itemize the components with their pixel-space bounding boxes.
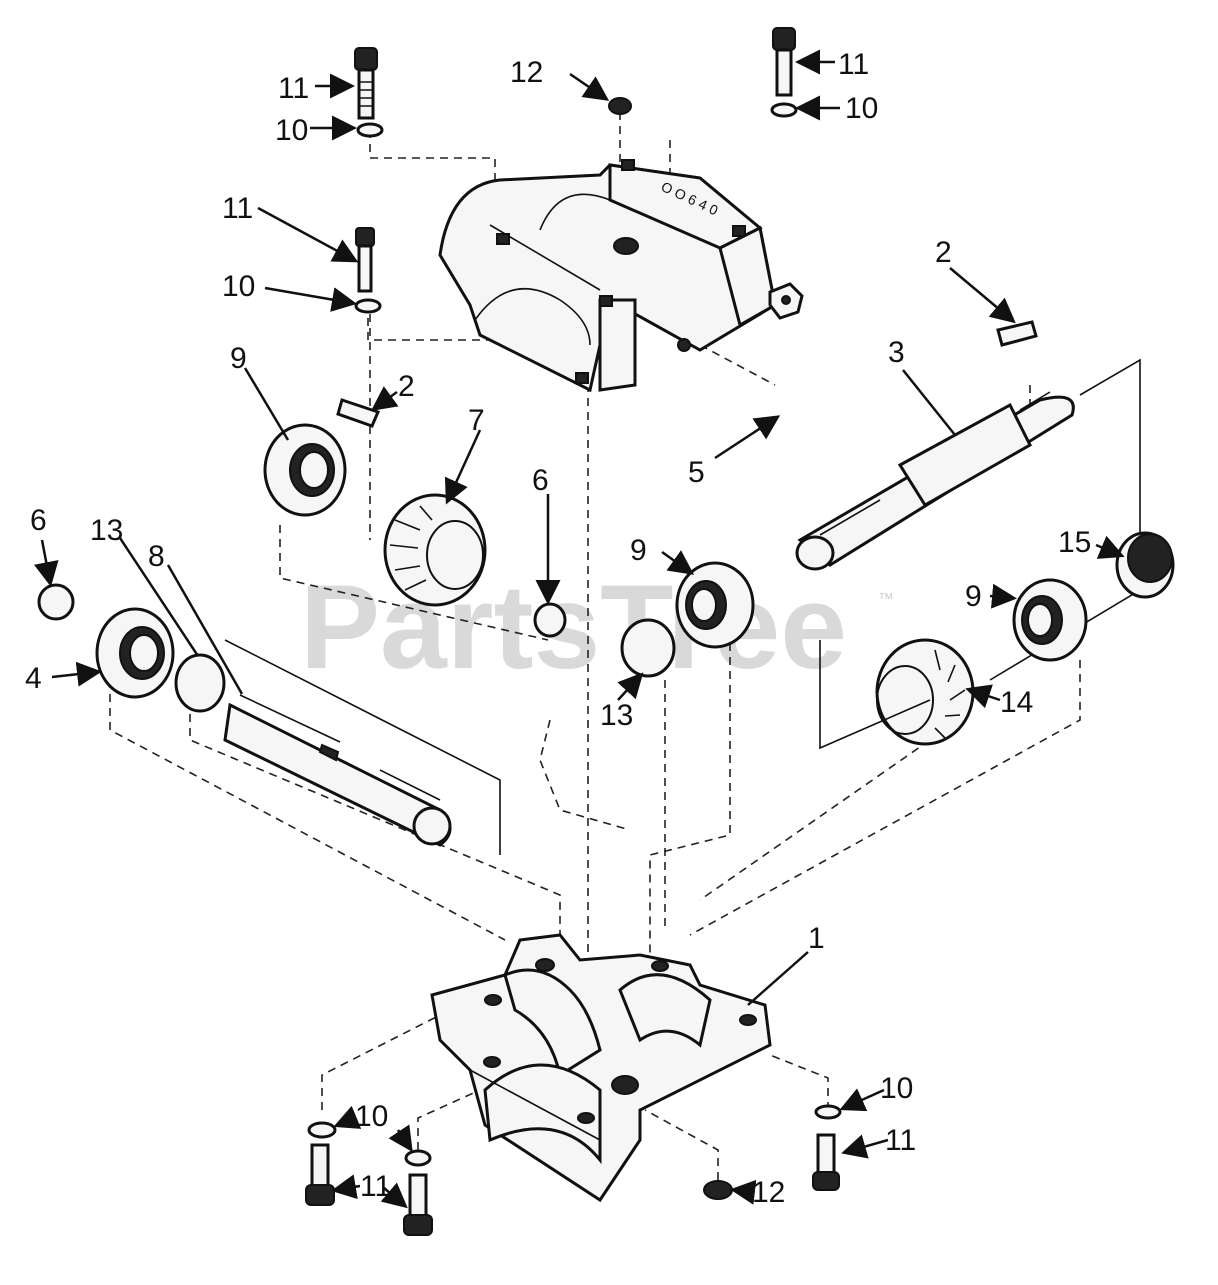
callout-14: 14 bbox=[1000, 686, 1033, 719]
watermark: PartsTree bbox=[300, 560, 847, 694]
bolt-11-mid-left bbox=[355, 227, 375, 293]
cap-6-center bbox=[533, 602, 567, 638]
bolt-11-bottom-mid bbox=[403, 1173, 433, 1236]
spacer-13-left bbox=[174, 653, 226, 713]
fitting-5 bbox=[768, 282, 804, 320]
callout-1: 1 bbox=[808, 922, 825, 955]
callout-11-mid-left: 11 bbox=[222, 192, 253, 225]
upper-housing: O O 6 4 0 bbox=[438, 159, 777, 393]
shaft-3 bbox=[795, 358, 1141, 681]
plug-12-top bbox=[608, 97, 632, 115]
bolt-11-top-left bbox=[354, 47, 378, 120]
callout-10-top-right: 10 bbox=[845, 92, 878, 125]
bearing-9-right bbox=[1012, 578, 1088, 662]
key-2-left bbox=[336, 398, 381, 428]
callout-4: 4 bbox=[25, 662, 42, 695]
spacer-13-center bbox=[620, 618, 676, 678]
bolt-11-top-right bbox=[772, 27, 796, 97]
gear-14 bbox=[819, 638, 975, 750]
callout-12-bottom: 12 bbox=[752, 1176, 785, 1209]
callout-11-bottom-left: 11 bbox=[360, 1170, 391, 1203]
bolt-11-bottom-left bbox=[305, 1143, 335, 1206]
callout-6-center: 6 bbox=[532, 464, 549, 497]
assembly-guide-lines bbox=[109, 112, 1081, 1180]
callout-10-bottom-left: 10 bbox=[355, 1100, 388, 1133]
bearing-4 bbox=[95, 607, 175, 699]
plug-12-bottom bbox=[703, 1180, 733, 1200]
callout-11-top-left: 11 bbox=[278, 72, 309, 105]
lower-housing bbox=[430, 933, 772, 1203]
callout-15: 15 bbox=[1058, 526, 1091, 559]
callout-11-bottom-right: 11 bbox=[885, 1124, 916, 1157]
callout-10-bottom-right: 10 bbox=[880, 1072, 913, 1105]
callout-9-right: 9 bbox=[965, 580, 982, 613]
callout-labels: 11 10 12 11 10 11 10 2 3 2 9 7 5 6 6 13 … bbox=[25, 48, 1091, 1209]
washer-10-top-left bbox=[356, 122, 384, 138]
callout-2-right: 2 bbox=[935, 236, 952, 269]
callout-12-top: 12 bbox=[510, 56, 543, 89]
key-2-right bbox=[996, 320, 1038, 347]
washer-10-bottom-right bbox=[814, 1104, 842, 1120]
cap-15 bbox=[1115, 531, 1175, 599]
bearing-9-upper-left bbox=[263, 423, 347, 517]
gear-7 bbox=[383, 493, 487, 607]
callout-11-top-right: 11 bbox=[838, 48, 869, 81]
callout-10-mid-left: 10 bbox=[222, 270, 255, 303]
washer-10-mid-left bbox=[354, 298, 382, 314]
bearing-9-center bbox=[675, 561, 755, 649]
bolt-11-bottom-right bbox=[812, 1133, 840, 1191]
washer-10-top-right bbox=[770, 102, 798, 118]
callout-2-left: 2 bbox=[398, 370, 415, 403]
callout-5: 5 bbox=[688, 456, 705, 489]
callout-3: 3 bbox=[888, 336, 905, 369]
callout-7: 7 bbox=[468, 404, 485, 437]
cap-6-left bbox=[37, 583, 75, 621]
callout-9-center: 9 bbox=[630, 534, 647, 567]
watermark-trademark: ™ bbox=[878, 591, 894, 608]
callout-9-upper-left: 9 bbox=[230, 342, 247, 375]
callout-8: 8 bbox=[148, 540, 165, 573]
shaft-8 bbox=[223, 639, 501, 855]
washer-10-bottom-left bbox=[307, 1121, 337, 1139]
callout-10-top-left: 10 bbox=[275, 114, 308, 147]
leader-lines bbox=[33, 49, 1125, 1209]
callout-13-left: 13 bbox=[90, 514, 123, 547]
washer-10-bottom-mid bbox=[404, 1149, 432, 1167]
callout-6-left: 6 bbox=[30, 504, 47, 537]
callout-13-center: 13 bbox=[600, 699, 633, 732]
